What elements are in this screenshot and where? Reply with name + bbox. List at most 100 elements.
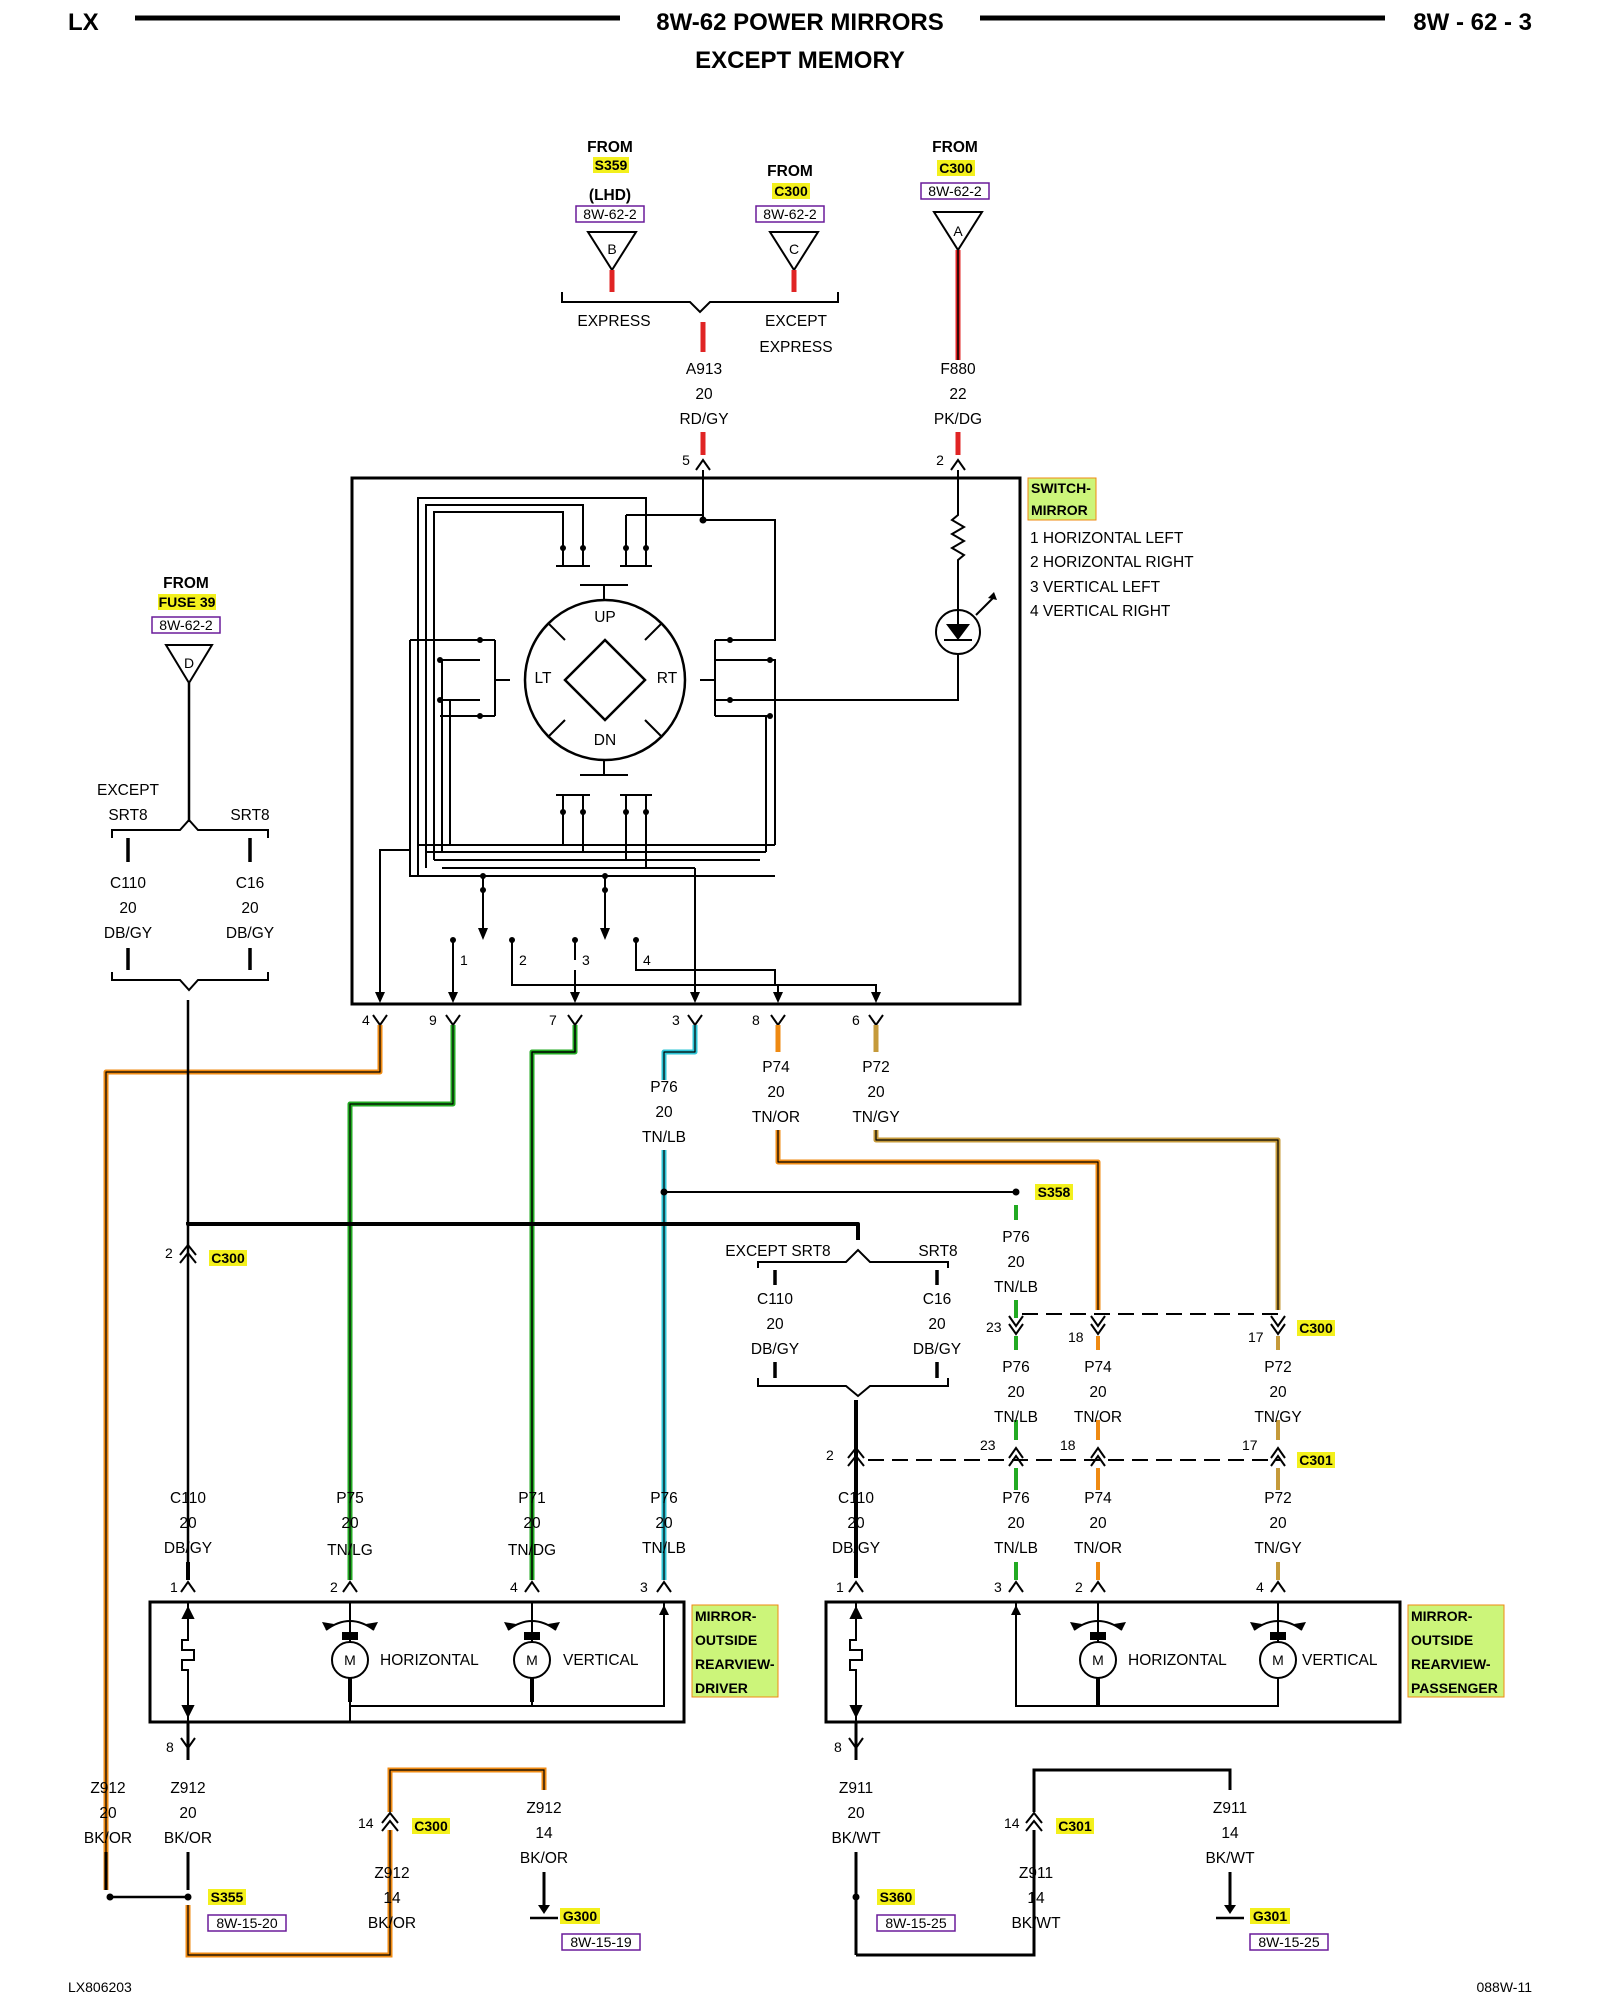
fuse-39-label: FUSE 39 xyxy=(159,594,216,610)
wire-gauge: 20 xyxy=(179,1805,197,1822)
source-c300-a: FROM C300 8W-62-2 A xyxy=(920,139,990,360)
mirror-passenger-name-2: OUTSIDE xyxy=(1411,1632,1473,1648)
wire-p74-a-label: P74 20 TN/OR xyxy=(752,1059,800,1126)
connector-c301-label: C301 xyxy=(1299,1452,1333,1468)
wire-circuit: Z911 xyxy=(839,1780,873,1797)
pin-number: 14 xyxy=(1004,1815,1020,1831)
option-srt8: SRT8 xyxy=(918,1243,957,1260)
pin-number: 4 xyxy=(1256,1579,1264,1595)
wire-color: TN/LB xyxy=(994,1279,1038,1296)
joystick-lt: LT xyxy=(535,670,552,687)
wire-color: DB/GY xyxy=(164,1540,212,1557)
option-srt8: SRT8 xyxy=(230,807,269,824)
source-from-label: FROM xyxy=(163,575,209,592)
terminal-pin-c: C xyxy=(789,241,799,257)
wire-gauge: 20 xyxy=(1269,1384,1287,1401)
wire-gauge: 20 xyxy=(847,1805,865,1822)
ref-label[interactable]: 8W-62-2 xyxy=(583,206,637,222)
wire-gauge: 14 xyxy=(1221,1825,1239,1842)
wire-gauge: 20 xyxy=(99,1805,117,1822)
wire-color: BK/OR xyxy=(84,1830,132,1847)
ref-label[interactable]: 8W-15-25 xyxy=(1258,1934,1319,1950)
pin-number: 7 xyxy=(549,1012,557,1028)
mirror-driver: 1 2 4 3 M HORIZONTAL M xyxy=(148,1579,779,1760)
terminal-triangle-icon xyxy=(164,644,214,685)
ref-label[interactable]: 8W-15-25 xyxy=(885,1915,946,1931)
wire-circuit: Z912 xyxy=(526,1800,561,1817)
wire-circuit: C110 xyxy=(110,875,146,892)
terminal-triangle-icon xyxy=(586,231,638,272)
ref-label[interactable]: 8W-15-19 xyxy=(570,1934,631,1950)
connector-c300-label: C300 xyxy=(414,1818,448,1834)
wire-gauge: 20 xyxy=(1089,1384,1107,1401)
wire-color: TN/DG xyxy=(508,1542,556,1559)
motor-horizontal-label: HORIZONTAL xyxy=(380,1652,479,1669)
source-fuse39: FROM FUSE 39 8W-62-2 D EXCEPT SRT8 SRT8 … xyxy=(97,575,274,992)
wire-gauge: 20 xyxy=(1007,1254,1025,1271)
option-express: EXPRESS xyxy=(577,313,650,330)
wire-color: PK/DG xyxy=(934,411,982,428)
wire-circuit: Z912 xyxy=(374,1865,409,1882)
source-s359: FROM S359 (LHD) 8W-62-2 B xyxy=(575,139,645,292)
resistor-icon xyxy=(950,500,966,610)
wire-color: DB/GY xyxy=(226,925,274,942)
ref-label[interactable]: 8W-62-2 xyxy=(763,206,817,222)
wire-color: TN/OR xyxy=(1074,1409,1122,1426)
joystick-up: UP xyxy=(594,609,616,626)
pin-number: 2 xyxy=(826,1447,834,1463)
source-from-label: FROM xyxy=(767,163,813,180)
splice-s360-label: S360 xyxy=(880,1889,913,1905)
wire-gauge: 20 xyxy=(847,1515,865,1532)
wire-color: DB/GY xyxy=(913,1341,961,1358)
ref-label[interactable]: 8W-62-2 xyxy=(928,183,982,199)
driver-wire-labels: C110 20 DB/GY P75 20 TN/LG P71 20 TN/DG … xyxy=(164,1490,686,1559)
connector-c300-left: 2 C300 xyxy=(165,1243,247,1266)
switch-pos-4: 4 xyxy=(643,952,651,968)
mirror-driver-name-4: DRIVER xyxy=(695,1680,748,1696)
connector-c301-label: C301 xyxy=(1058,1818,1092,1834)
option-srt8: SRT8 xyxy=(108,807,147,824)
wire-gauge: 20 xyxy=(766,1316,784,1333)
splice-s359-label: S359 xyxy=(595,157,628,173)
pin-number: 5 xyxy=(682,452,690,468)
page-title: 8W-62 POWER MIRRORS xyxy=(656,9,944,36)
wire-gauge: 14 xyxy=(1027,1890,1045,1907)
wire-color: BK/OR xyxy=(368,1915,416,1932)
wire-gauge: 20 xyxy=(695,386,713,403)
terminal-triangle-icon xyxy=(932,211,984,252)
pin-number: 8 xyxy=(166,1739,174,1755)
wire-color: BK/OR xyxy=(164,1830,212,1847)
driver-ground-circuit: Z912 20 BK/OR Z912 20 BK/OR S355 8W-15-2… xyxy=(84,1767,641,1958)
pin-number: 14 xyxy=(358,1815,374,1831)
mirror-passenger: 1 3 2 4 M HORIZONTAL M xyxy=(824,1579,1505,1760)
motor-vertical-label: VERTICAL xyxy=(1302,1652,1378,1669)
wire-color: RD/GY xyxy=(679,411,728,428)
option-except: EXCEPT xyxy=(97,782,160,799)
switch-legend-4: 4 VERTICAL RIGHT xyxy=(1030,603,1171,620)
wire-circuit: P72 xyxy=(1264,1359,1292,1376)
header-right: 8W - 62 - 3 xyxy=(1413,9,1532,36)
page-header: LX 8W-62 POWER MIRRORS 8W - 62 - 3 EXCEP… xyxy=(68,9,1532,74)
pin-number: 17 xyxy=(1248,1329,1264,1345)
wire-circuit: C110 xyxy=(170,1490,206,1507)
wire-circuit: P76 xyxy=(1002,1490,1030,1507)
motor-label: M xyxy=(1272,1652,1284,1668)
mirror-driver-name-3: REARVIEW- xyxy=(695,1656,775,1672)
motor-horizontal-driver: M HORIZONTAL xyxy=(322,1602,479,1722)
heater-element-icon xyxy=(849,1602,863,1722)
pin-number: 6 xyxy=(852,1012,860,1028)
page-subtitle: EXCEPT MEMORY xyxy=(695,47,905,74)
ref-label[interactable]: 8W-15-20 xyxy=(216,1915,277,1931)
wire-p76-a-label: P76 20 TN/LB xyxy=(642,1079,686,1146)
wire-circuit: C16 xyxy=(923,1291,951,1308)
ref-label[interactable]: 8W-62-2 xyxy=(159,617,213,633)
ground-icon xyxy=(530,1905,558,1920)
terminal-pin-a: A xyxy=(953,223,963,239)
wire-circuit: Z912 xyxy=(90,1780,125,1797)
wire-gauge: 20 xyxy=(1007,1384,1025,1401)
connector-c300-label: C300 xyxy=(211,1250,245,1266)
pin-number: 2 xyxy=(165,1245,173,1261)
ground-icon xyxy=(1216,1905,1244,1920)
wire-gauge: 20 xyxy=(1089,1515,1107,1532)
